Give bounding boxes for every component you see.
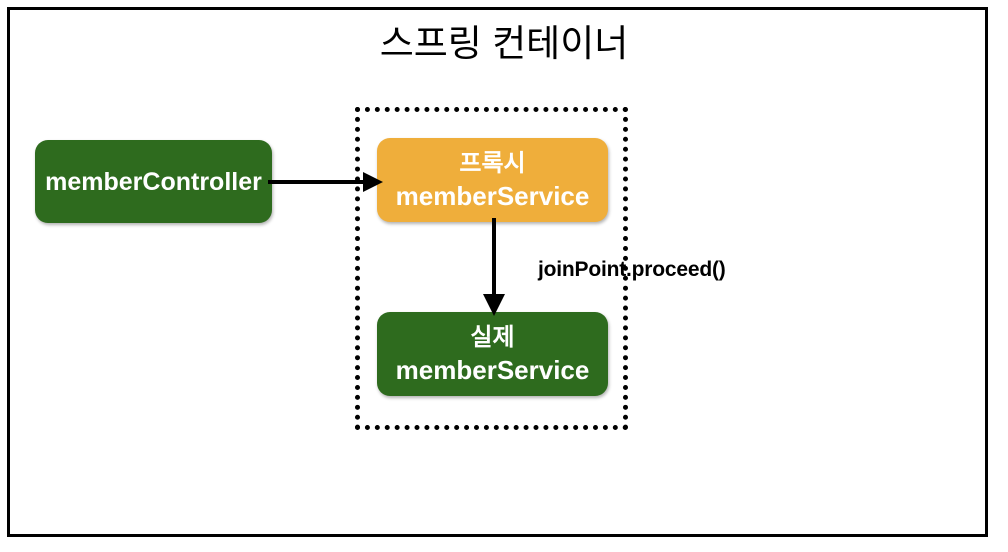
edge-label-joinpoint-proceed: joinPoint.proceed() [538, 258, 726, 281]
node-real-member-service-label-top: 실제 [470, 324, 515, 351]
node-proxy-member-service-label-bottom: memberService [395, 181, 590, 211]
proxy-group-dotted-border [355, 107, 628, 430]
arrow-controller-to-proxy [268, 172, 383, 192]
node-member-controller-label: memberController [45, 167, 262, 196]
node-real-member-service: 실제 memberService [377, 312, 608, 396]
node-real-member-service-label-bottom: memberService [395, 355, 590, 385]
node-proxy-member-service: 프록시 memberService [377, 138, 608, 222]
outer-frame-border [7, 7, 988, 537]
arrow-proxy-to-real [483, 218, 505, 316]
page-title: 스프링 컨테이너 [379, 23, 629, 64]
node-member-controller: memberController [35, 140, 272, 223]
node-proxy-member-service-label-top: 프록시 [459, 150, 526, 177]
